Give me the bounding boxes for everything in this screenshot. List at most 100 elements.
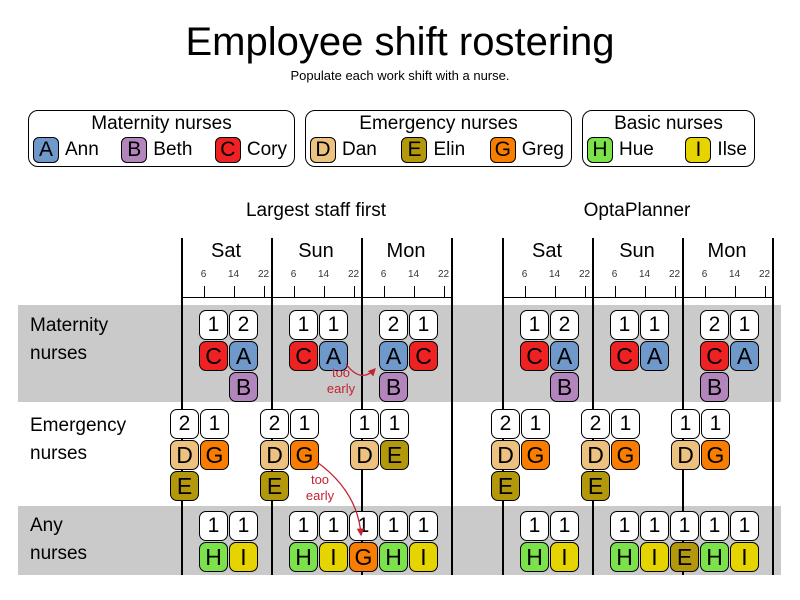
- hour-tick-mark: [644, 286, 646, 297]
- row-label: nurses: [30, 343, 88, 364]
- day-line: [361, 238, 363, 575]
- nurse-cell-A: A: [550, 341, 579, 371]
- day-label: Sat: [210, 240, 242, 262]
- hour-tick-label: 22: [578, 269, 591, 280]
- page-title: Employee shift rostering: [185, 20, 615, 64]
- annotation-text: too: [331, 365, 351, 380]
- legend-title: Basic nurses: [614, 113, 723, 134]
- nurse-cell-H: H: [379, 542, 408, 572]
- day-line: [592, 238, 594, 575]
- shift-required-cell: 1: [640, 310, 669, 340]
- nurse-cell-E: E: [581, 471, 610, 501]
- shift-required-cell: 1: [289, 511, 318, 541]
- shift-required-cell: 1: [521, 409, 550, 439]
- nurse-cell-C: C: [289, 341, 318, 371]
- chart-title: Largest staff first: [245, 200, 387, 221]
- shift-required-cell: 1: [349, 511, 378, 541]
- shift-required-cell: 1: [199, 511, 228, 541]
- legend-item: A Ann: [33, 137, 99, 163]
- hour-tick-label: 6: [380, 269, 387, 280]
- nurse-cell-C: C: [700, 341, 729, 371]
- legend-swatch-B: B: [121, 137, 148, 163]
- nurse-cell-B: B: [379, 372, 408, 402]
- nurse-cell-I: I: [229, 542, 258, 572]
- day-label: Sun: [298, 240, 334, 262]
- shift-required-cell: 2: [260, 409, 289, 439]
- nurse-cell-D: D: [491, 440, 520, 470]
- legend-name: Beth: [153, 139, 193, 160]
- nurse-cell-E: E: [491, 471, 520, 501]
- nurse-cell-A: A: [319, 341, 348, 371]
- nurse-cell-D: D: [170, 440, 199, 470]
- shift-required-cell: 2: [229, 310, 258, 340]
- legend-title: Emergency nurses: [359, 113, 518, 134]
- hour-tick-label: 14: [548, 269, 561, 280]
- nurse-cell-H: H: [700, 542, 729, 572]
- shift-required-cell: 1: [289, 310, 318, 340]
- nurse-cell-I: I: [730, 542, 759, 572]
- hour-tick-mark: [443, 286, 445, 297]
- hour-tick-mark: [614, 286, 616, 297]
- legend-name: Cory: [246, 139, 287, 160]
- shift-required-cell: 1: [730, 310, 759, 340]
- shift-required-cell: 1: [379, 511, 408, 541]
- shift-required-cell: 1: [380, 409, 409, 439]
- hour-tick-label: 14: [728, 269, 741, 280]
- nurse-cell-A: A: [379, 341, 408, 371]
- legend-swatch-E: E: [401, 137, 428, 163]
- shift-required-cell: 1: [611, 409, 640, 439]
- legend-swatch-C: C: [214, 137, 241, 163]
- day-line: [181, 238, 183, 575]
- nurse-cell-D: D: [260, 440, 289, 470]
- hour-tick-label: 6: [701, 269, 708, 280]
- hour-tick-mark: [554, 286, 556, 297]
- nurse-cell-I: I: [319, 542, 348, 572]
- hour-tick-mark: [233, 286, 235, 297]
- nurse-cell-H: H: [199, 542, 228, 572]
- shift-required-cell: 1: [520, 511, 549, 541]
- legend-swatch-A: A: [33, 137, 59, 163]
- hour-tick-label: 6: [521, 269, 528, 280]
- hour-tick-label: 22: [347, 269, 360, 280]
- shift-required-cell: 1: [610, 310, 639, 340]
- hour-tick-label: 14: [407, 269, 420, 280]
- legend-swatch-H: H: [587, 137, 613, 163]
- nurse-cell-H: H: [520, 542, 549, 572]
- nurse-cell-A: A: [730, 341, 759, 371]
- nurse-cell-C: C: [610, 341, 639, 371]
- legend-name: Ann: [65, 139, 99, 160]
- shift-required-cell: 1: [700, 511, 729, 541]
- shift-required-cell: 1: [730, 511, 759, 541]
- nurse-cell-A: A: [640, 341, 669, 371]
- row-label: nurses: [30, 443, 88, 464]
- hour-tick-mark: [584, 286, 586, 297]
- legend-name: Dan: [342, 139, 377, 160]
- legend-name: Ilse: [717, 139, 747, 160]
- shift-required-cell: 1: [550, 511, 579, 541]
- nurse-cell-I: I: [550, 542, 579, 572]
- legend-title: Maternity nurses: [91, 113, 232, 134]
- nurse-cell-D: D: [581, 440, 610, 470]
- day-label: Mon: [707, 240, 747, 262]
- nurse-cell-C: C: [409, 341, 438, 371]
- hour-tick-mark: [263, 286, 265, 297]
- hour-tick-mark: [383, 286, 385, 297]
- row-label: Any: [30, 515, 63, 536]
- day-label: Sun: [619, 240, 655, 262]
- shift-required-cell: 1: [520, 310, 549, 340]
- annotation-text: early: [305, 488, 335, 503]
- hour-tick-label: 14: [227, 269, 240, 280]
- shift-required-cell: 1: [610, 511, 639, 541]
- annotation-text: too: [310, 472, 330, 487]
- hour-tick-label: 22: [437, 269, 450, 280]
- nurse-cell-D: D: [350, 440, 379, 470]
- shift-required-cell: 1: [409, 511, 438, 541]
- hour-tick-label: 6: [611, 269, 618, 280]
- nurse-cell-G: G: [611, 440, 640, 470]
- shift-required-cell: 2: [550, 310, 579, 340]
